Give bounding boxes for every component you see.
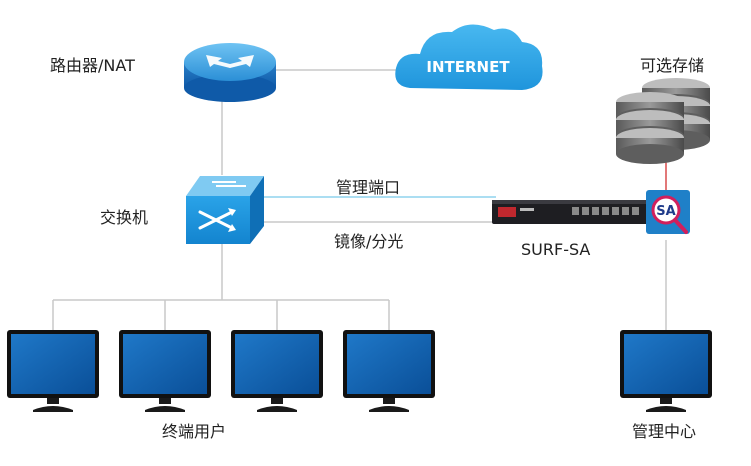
router-label: 路由器/NAT	[50, 56, 135, 75]
database-icon	[616, 78, 710, 164]
switch-icon	[186, 176, 264, 244]
end-user-monitor-4	[343, 330, 435, 412]
cloud-icon	[395, 24, 543, 90]
router-icon	[184, 43, 276, 102]
switch-label: 交换机	[100, 208, 149, 227]
end-user-monitor-1	[7, 330, 99, 412]
end-users-label: 终端用户	[162, 422, 227, 441]
end-user-monitor-3	[231, 330, 323, 412]
mirror-label: 镜像/分光	[334, 232, 404, 251]
storage-label: 可选存储	[640, 56, 705, 75]
management-port-label: 管理端口	[336, 178, 401, 197]
mgmt-center-monitor	[620, 330, 712, 412]
magnifier-sa-icon: SA	[646, 190, 690, 234]
connection-lines	[52, 69, 667, 330]
appliance-badge-text: SA	[656, 204, 675, 219]
mgmt-center-label: 管理中心	[632, 422, 697, 441]
internet-label: INTERNET	[426, 58, 510, 76]
rack-appliance-icon	[492, 200, 648, 224]
appliance-label: SURF-SA	[521, 240, 591, 259]
end-user-monitor-2	[119, 330, 211, 412]
